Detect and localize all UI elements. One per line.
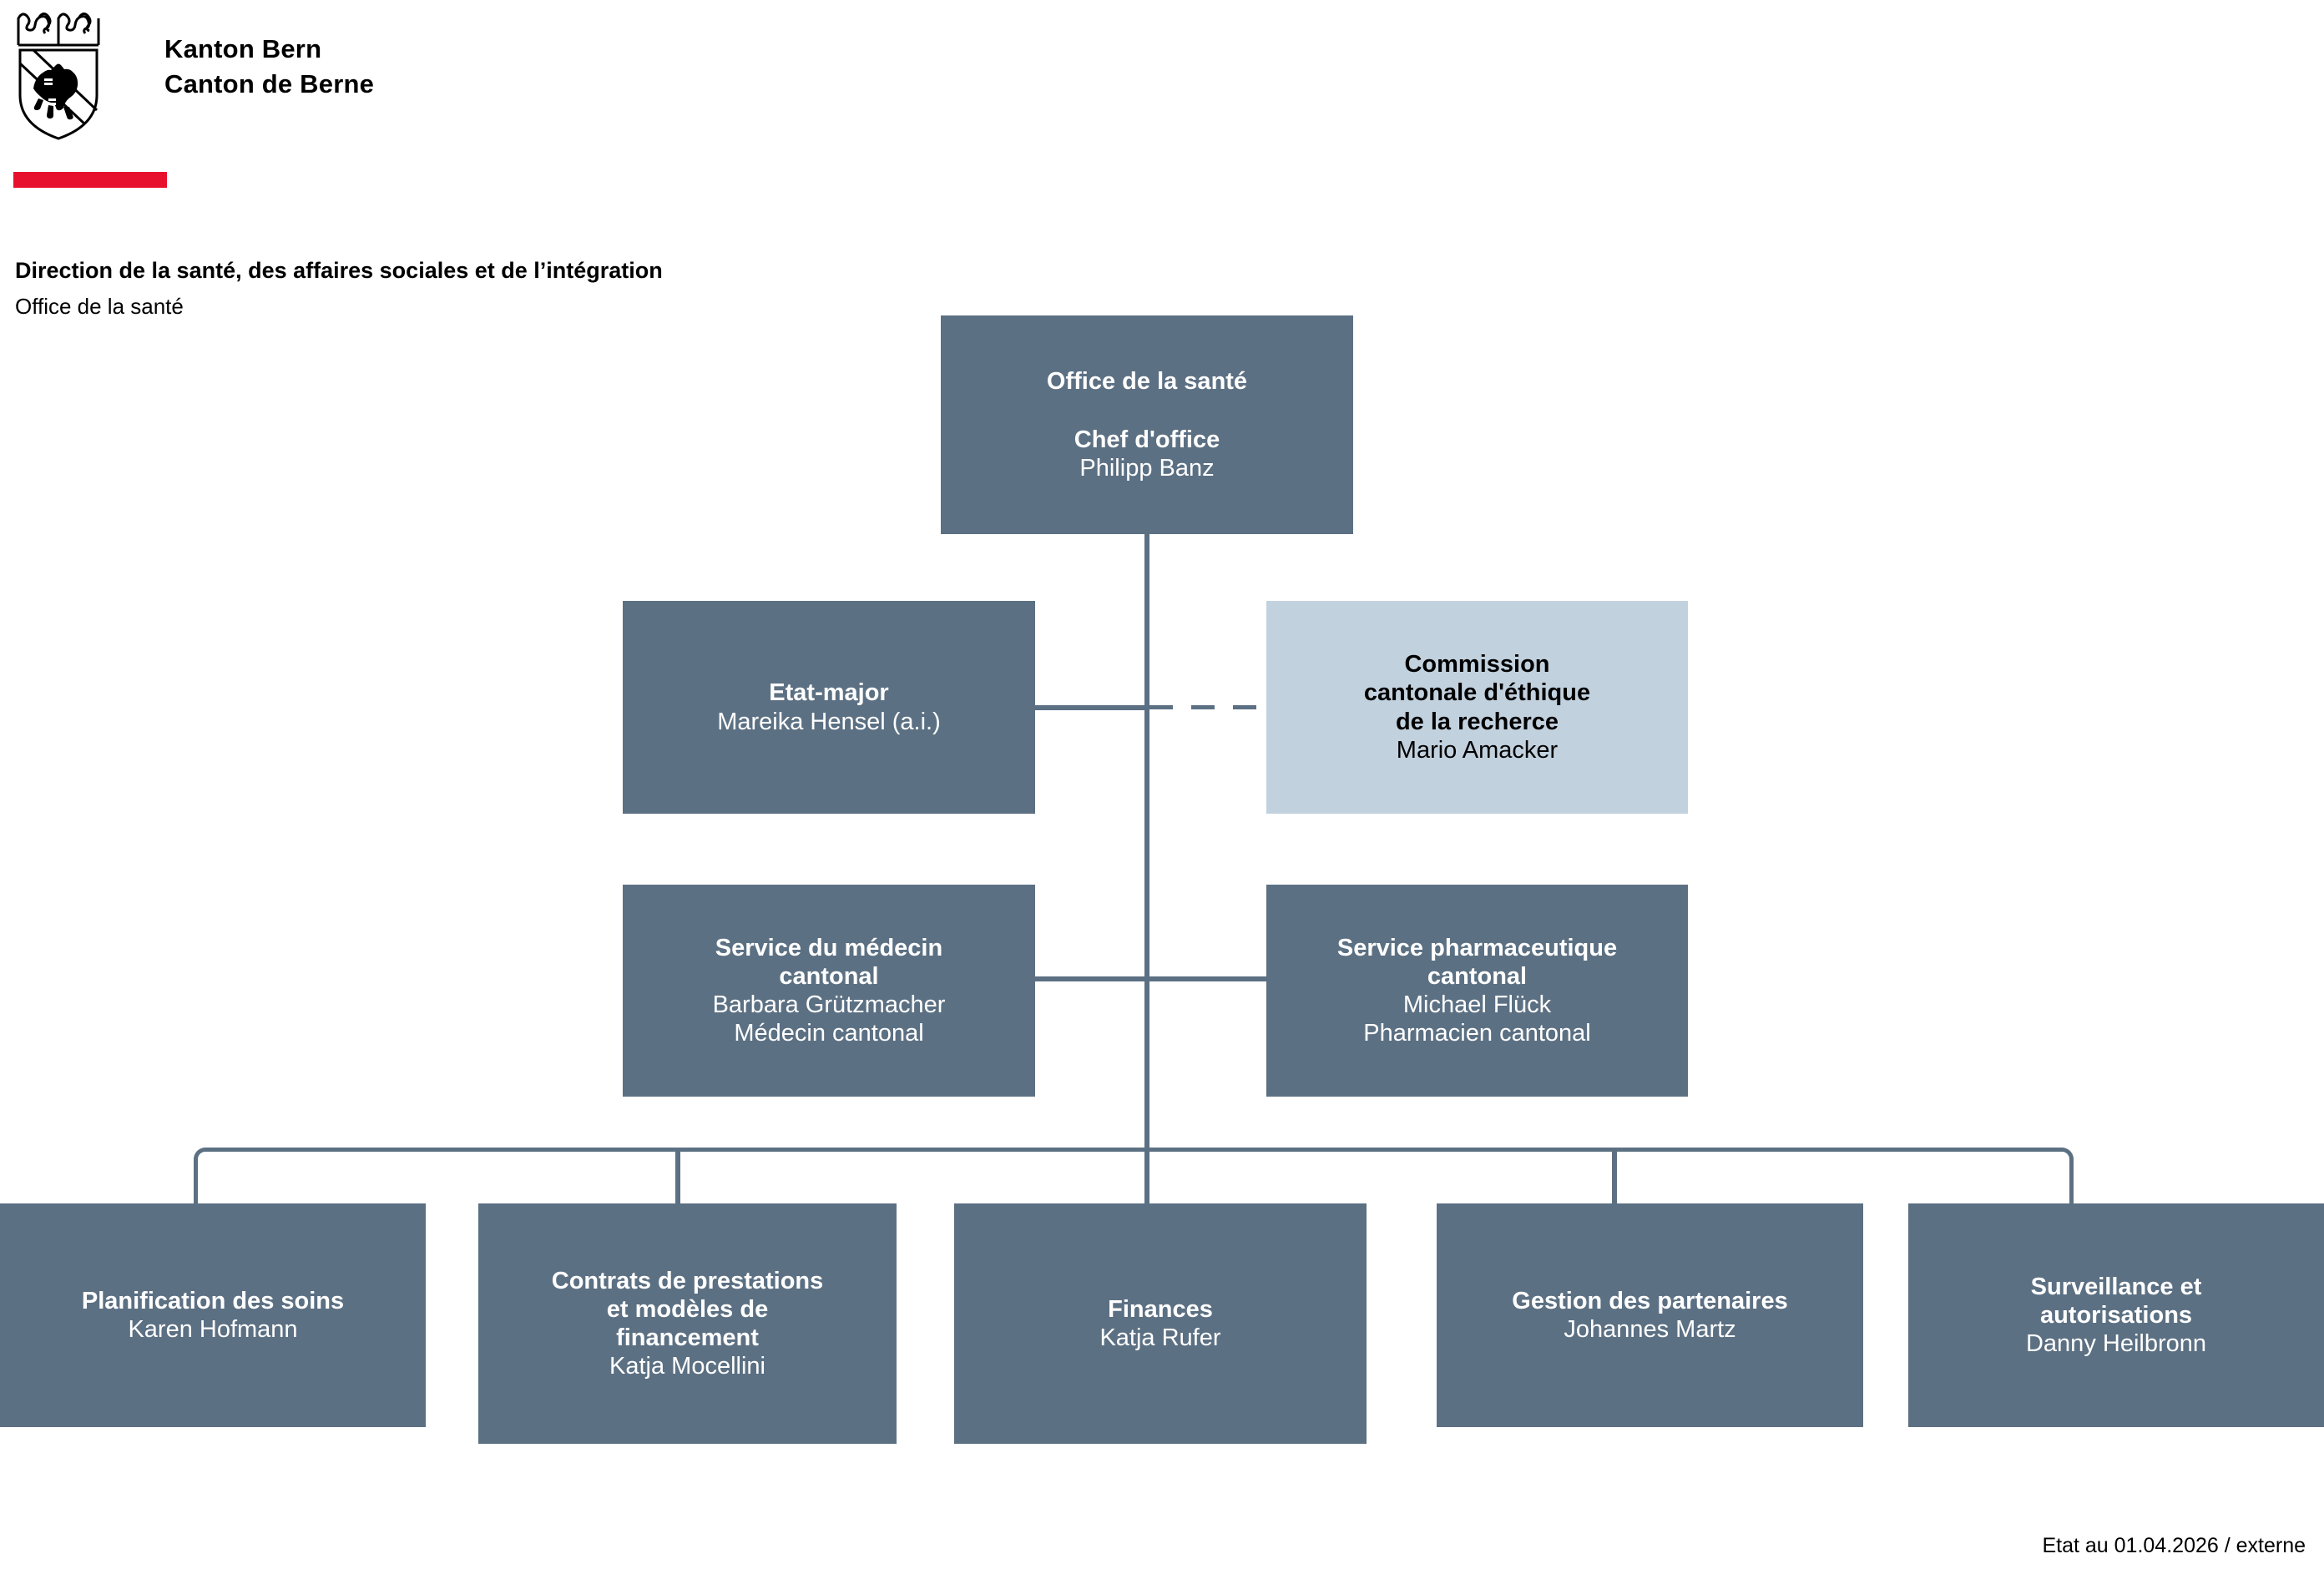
node-person: Mareika Hensel (a.i.) (717, 708, 941, 735)
brand-wordmark: Kanton Bern Canton de Berne (164, 32, 374, 103)
node-title-line1: Service pharmaceutique (1336, 934, 1618, 961)
connector-etat-major (1035, 705, 1149, 710)
node-person: Johannes Martz (1564, 1316, 1736, 1343)
brand-line-de: Kanton Bern (164, 34, 322, 63)
node-person: Michael Flück (1402, 991, 1552, 1018)
node-person: Mario Amacker (1396, 736, 1559, 764)
node-title-line2: autorisations (2039, 1301, 2193, 1329)
node-title: Office de la santé (1046, 367, 1248, 395)
node-person: Philipp Banz (1079, 455, 1215, 482)
node-contrats-prestations-financement[interactable]: Contrats de prestations et modèles de fi… (478, 1203, 897, 1444)
node-title-line2: cantonale d'éthique (1363, 679, 1591, 707)
node-person: Danny Heilbronn (2025, 1330, 2206, 1358)
node-title: Gestion des partenaires (1512, 1287, 1788, 1314)
node-service-pharmaceutique-cantonal[interactable]: Service pharmaceutique cantonal Michael … (1266, 885, 1688, 1097)
drop-connector-gestion (1612, 1148, 1617, 1206)
node-subtitle: Chef d'office (1074, 426, 1220, 453)
node-surveillance-autorisations[interactable]: Surveillance et autorisations Danny Heil… (1908, 1203, 2324, 1427)
node-title-line1: Contrats de prestations (551, 1267, 824, 1294)
brand-line-fr: Canton de Berne (164, 69, 375, 99)
node-title-line1: Service du médecin (715, 934, 943, 961)
node-title-line3: financement (616, 1324, 759, 1351)
node-role: Médecin cantonal (734, 1020, 924, 1047)
node-role: Pharmacien cantonal (1363, 1020, 1591, 1047)
drop-connector-finances (1144, 1148, 1149, 1206)
node-title-line2: cantonal (1427, 962, 1528, 990)
node-title-line2: cantonal (779, 962, 879, 990)
node-title-line1: Surveillance et (2030, 1273, 2202, 1300)
node-person: Barbara Grützmacher (712, 991, 946, 1018)
node-person: Katja Mocellini (609, 1353, 765, 1380)
node-etat-major[interactable]: Etat-major Mareika Hensel (a.i.) (623, 601, 1035, 814)
node-service-medecin-cantonal[interactable]: Service du médecin cantonal Barbara Grüt… (623, 885, 1035, 1097)
node-title: Etat-major (769, 679, 889, 707)
bern-coat-of-arms-icon (13, 8, 104, 142)
department-title: Direction de la santé, des affaires soci… (15, 258, 663, 283)
connector-services-row (1035, 976, 1266, 981)
node-title: Finances (1108, 1295, 1213, 1323)
drop-connector-contrats (675, 1148, 680, 1206)
node-commission-cantonale-ethique[interactable]: Commission cantonale d'éthique de la rec… (1266, 601, 1688, 814)
node-finances[interactable]: Finances Katja Rufer (954, 1203, 1367, 1444)
node-title-line3: de la recherce (1395, 708, 1559, 735)
unit-subtitle: Office de la santé (15, 294, 184, 319)
node-office-de-la-sante[interactable]: Office de la santé Chef d'office Philipp… (941, 315, 1353, 534)
distribution-bus (194, 1148, 2074, 1206)
status-footer: Etat au 01.04.2026 / externe (2042, 1534, 2306, 1557)
node-person: Katja Rufer (1099, 1324, 1221, 1351)
node-planification-des-soins[interactable]: Planification des soins Karen Hofmann (0, 1203, 426, 1427)
node-title: Planification des soins (81, 1287, 345, 1314)
node-title-line2: et modèles de (606, 1295, 769, 1323)
node-title-line1: Commission (1404, 651, 1550, 679)
node-gestion-des-partenaires[interactable]: Gestion des partenaires Johannes Martz (1437, 1203, 1863, 1427)
trunk-connector-main (1144, 534, 1149, 1152)
red-accent-bar (13, 172, 167, 188)
node-person: Karen Hofmann (128, 1316, 298, 1343)
connector-commission-dashed (1149, 705, 1266, 709)
